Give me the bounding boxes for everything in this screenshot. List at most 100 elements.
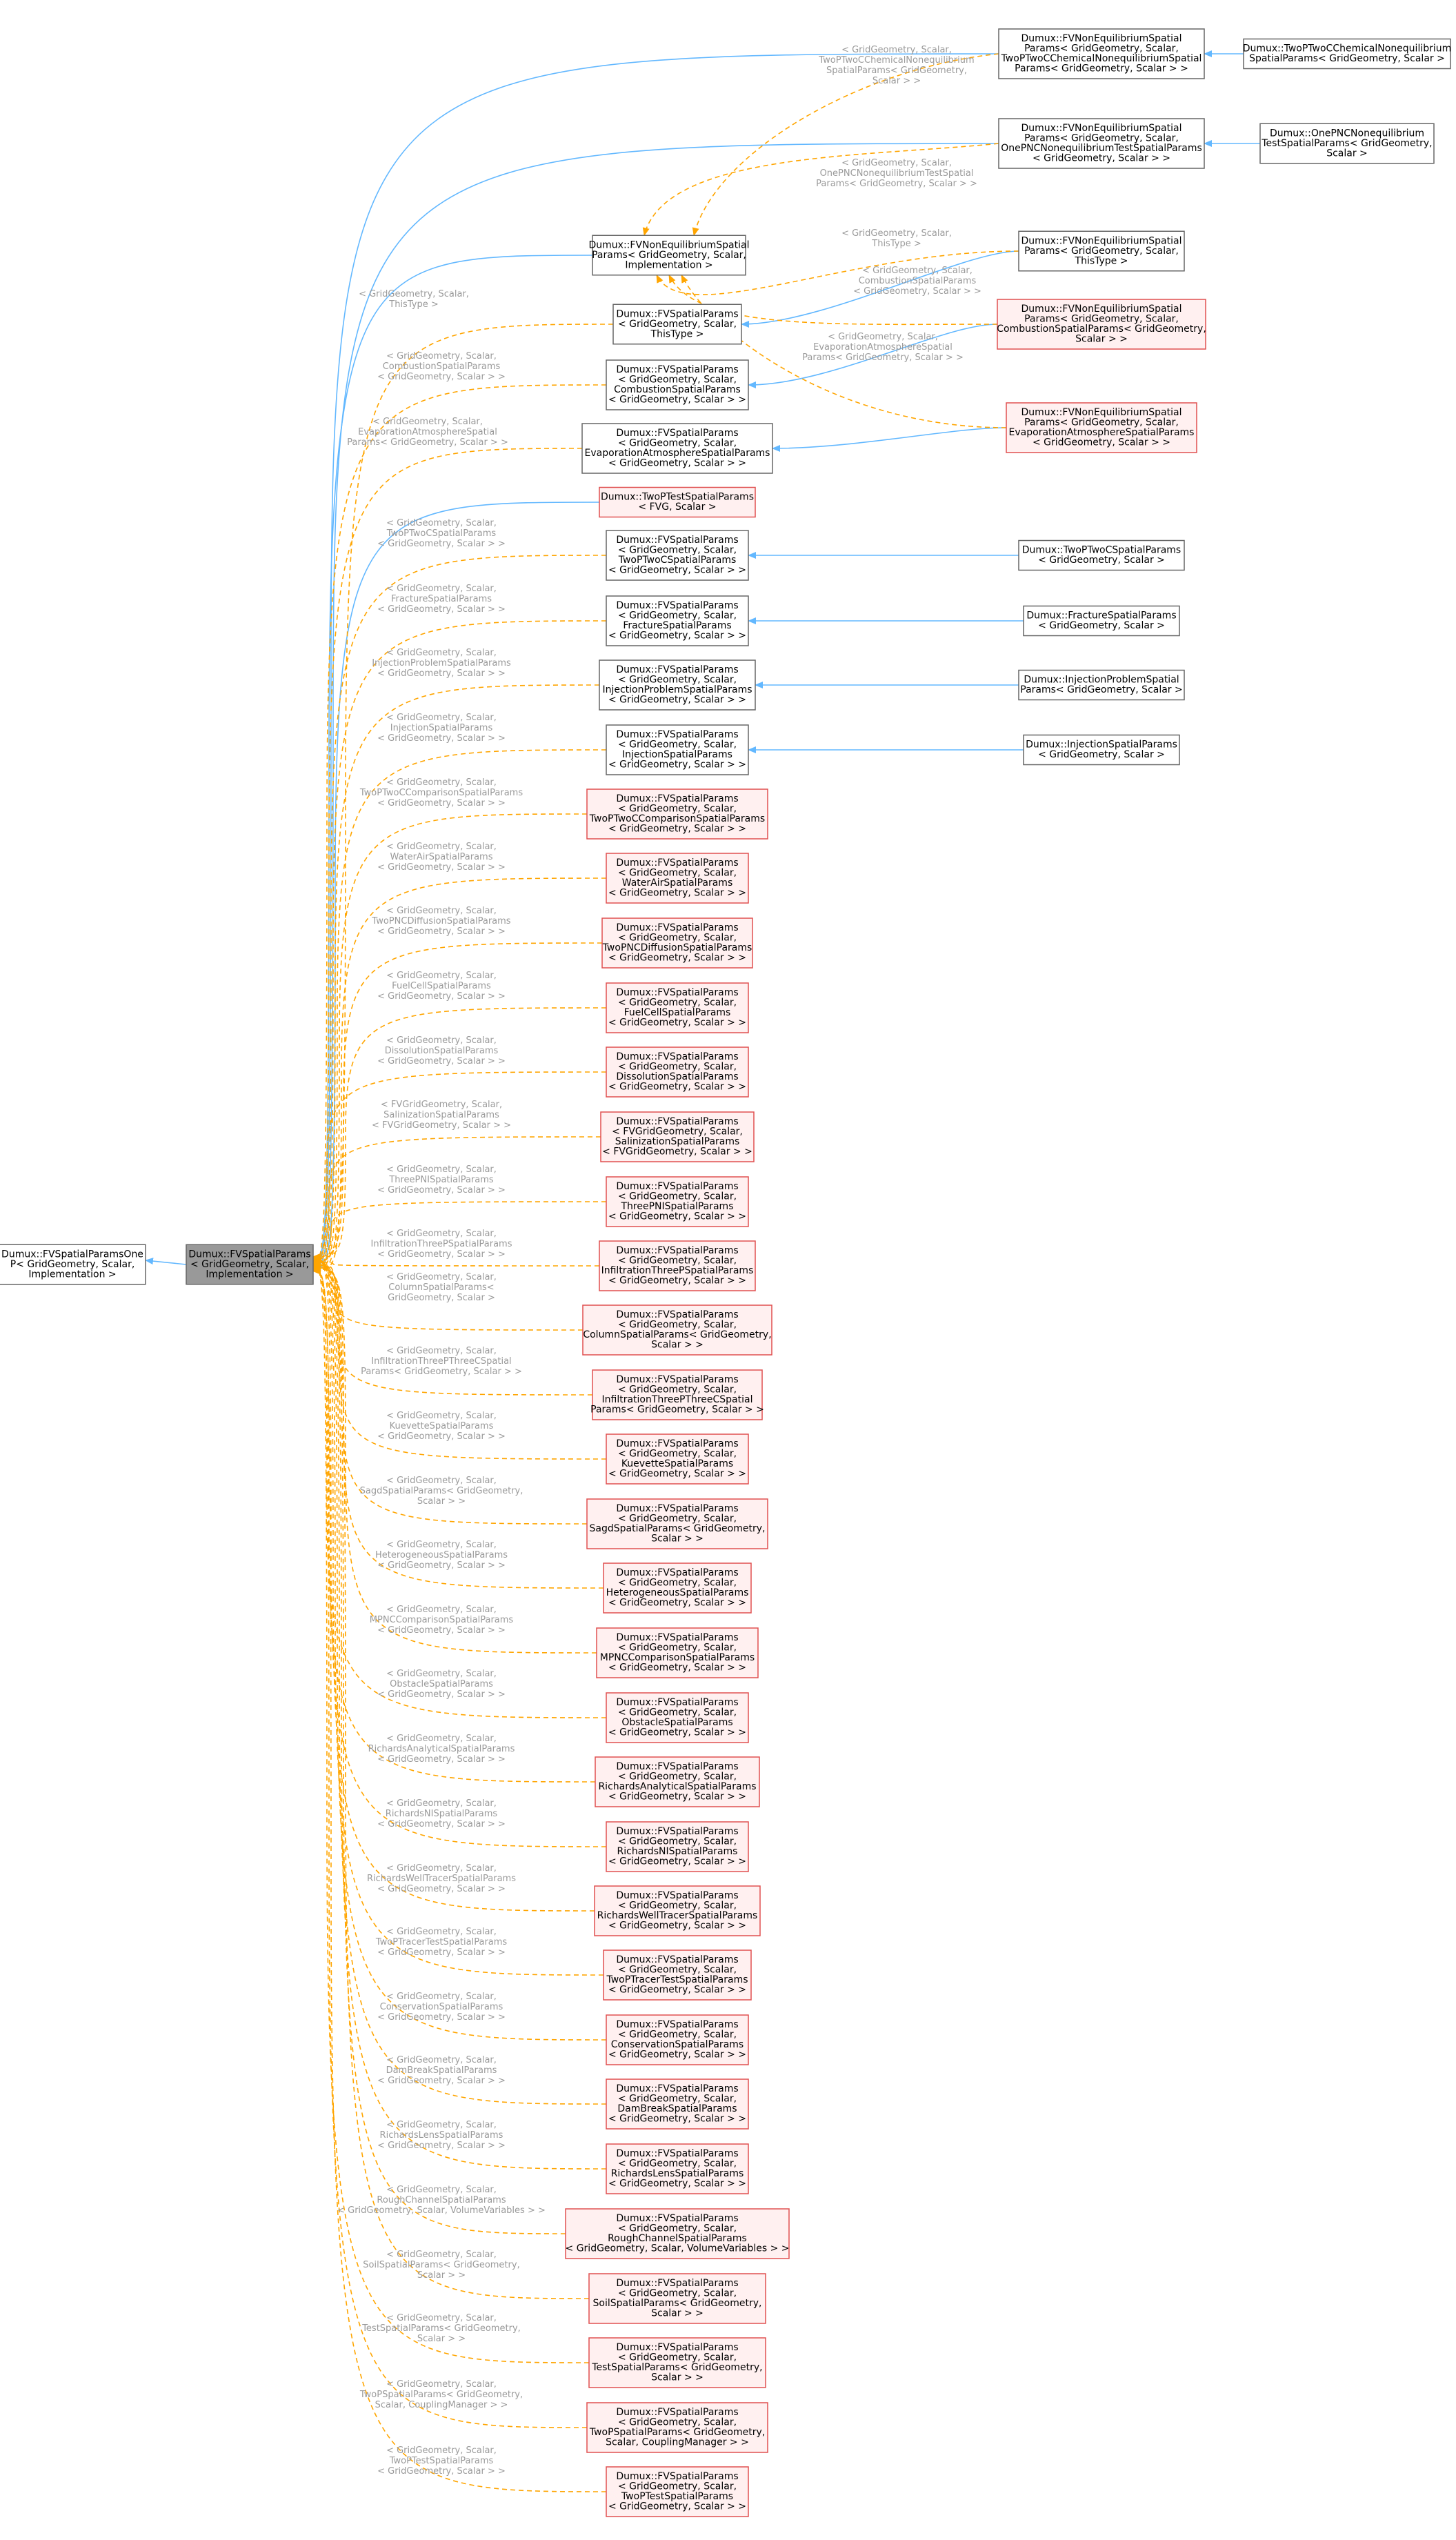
class-node-u9[interactable]: Dumux::FVSpatialParams< GridGeometry, Sc… [582,1304,772,1356]
class-node-u8[interactable]: Dumux::FVSpatialParams< GridGeometry, Sc… [599,1240,756,1291]
class-node-fv_comb[interactable]: Dumux::FVSpatialParams< GridGeometry, Sc… [606,359,749,410]
edge-label-line: < GridGeometry, Scalar, [386,1540,497,1550]
edge-label-u4: < GridGeometry, Scalar,FuelCellSpatialPa… [377,971,506,1002]
class-node-u25[interactable]: Dumux::FVSpatialParams< GridGeometry, Sc… [588,2337,766,2388]
edge-label-line: Scalar > > [417,2334,466,2344]
class-node-frac_leaf[interactable]: Dumux::FractureSpatialParams< GridGeomet… [1023,605,1180,637]
edge-label-line: < GridGeometry, Scalar > > [377,1754,506,1765]
class-node-u14[interactable]: Dumux::FVSpatialParams< GridGeometry, Sc… [596,1627,759,1678]
class-node-u6[interactable]: Dumux::FVSpatialParams< FVGridGeometry, … [600,1111,755,1162]
class-node-box [592,1369,763,1420]
class-node-label-line: < GridGeometry, Scalar, [618,2159,737,2170]
class-node-u23[interactable]: Dumux::FVSpatialParams< GridGeometry, Sc… [565,2208,790,2259]
edge-label-line: InjectionProblemSpatialParams [372,658,511,668]
template-edge-fv_inj-to-focus [312,749,607,1273]
class-node-u17[interactable]: Dumux::FVSpatialParams< GridGeometry, Sc… [606,1821,749,1872]
class-node-label-line: HeterogeneousSpatialParams [606,1587,749,1598]
class-node-u20[interactable]: Dumux::FVSpatialParams< GridGeometry, Sc… [606,2014,749,2065]
class-node-label-line: Dumux::FVSpatialParams [616,428,738,439]
class-node-u7[interactable]: Dumux::FVSpatialParams< GridGeometry, Sc… [606,1176,749,1227]
class-node-u15[interactable]: Dumux::FVSpatialParams< GridGeometry, Sc… [606,1692,749,1743]
template-edge-u17-to-focus [312,1253,607,1847]
class-node-fv_inj[interactable]: Dumux::FVSpatialParams< GridGeometry, Sc… [606,724,749,775]
class-node-fv_tptwoc[interactable]: Dumux::FVSpatialParams< GridGeometry, Sc… [606,530,749,581]
edge-label-line: < GridGeometry, Scalar, [841,228,952,239]
class-node-label-line: Scalar, CouplingManager > > [606,2437,749,2448]
class-node-label-line: < GridGeometry, Scalar > > [608,565,746,576]
edge-label-u6: < FVGridGeometry, Scalar,SalinizationSpa… [372,1100,511,1131]
class-node-fv_frac[interactable]: Dumux::FVSpatialParams< GridGeometry, Sc… [606,595,749,646]
class-node-u11[interactable]: Dumux::FVSpatialParams< GridGeometry, Sc… [606,1433,749,1485]
class-node-u26[interactable]: Dumux::FVSpatialParams< GridGeometry, Sc… [586,2402,768,2453]
class-node-label-line: Params< GridGeometry, Scalar, [1024,417,1179,428]
class-node-box [596,1627,759,1678]
class-node-u21[interactable]: Dumux::FVSpatialParams< GridGeometry, Sc… [606,2078,749,2130]
class-node-u1[interactable]: Dumux::FVSpatialParams< GridGeometry, Sc… [586,788,768,840]
edge-label-line: HeterogeneousSpatialParams [375,1550,508,1560]
template-edge-u3-to-focus [312,942,603,1260]
edge-label-line: FractureSpatialParams [391,594,492,604]
class-node-u4[interactable]: Dumux::FVSpatialParams< GridGeometry, Sc… [606,982,749,1033]
edge-label-line: < GridGeometry, Scalar, [386,2120,497,2130]
edge-label-fv_inj: < GridGeometry, Scalar,InjectionSpatialP… [377,713,506,744]
edge-label-line: < GridGeometry, Scalar, [386,2445,497,2456]
class-node-label-line: Dumux::FVSpatialParams [616,1826,738,1837]
edge-label-line: SpatialParams< GridGeometry, [826,66,967,76]
edge-label-line: < GridGeometry, Scalar, [386,584,497,594]
class-node-box [606,2078,749,2130]
template-edge-u9-to-focus [312,1260,584,1331]
class-node-u16[interactable]: Dumux::FVSpatialParams< GridGeometry, Sc… [595,1756,760,1807]
class-node-fv_evap[interactable]: Dumux::FVSpatialParams< GridGeometry, Sc… [581,423,773,474]
class-node-label-line: Dumux::FVSpatialParams [616,1245,738,1256]
edge-label-u10: < GridGeometry, Scalar,InfiltrationThree… [361,1346,522,1377]
class-node-label: Dumux::FVSpatialParams< GridGeometry, Sc… [593,2278,762,2319]
class-node-fv_injprob[interactable]: Dumux::FVSpatialParams< GridGeometry, Sc… [599,659,756,711]
edge-label-line: TwoPTwoCSpatialParams [386,528,497,539]
class-node-label-line: Dumux::FVSpatialParamsOne [1,1249,143,1260]
class-node-label-line: < GridGeometry, Scalar, [618,998,737,1009]
class-node-u12[interactable]: Dumux::FVSpatialParams< GridGeometry, Sc… [586,1498,768,1549]
class-node-u2[interactable]: Dumux::FVSpatialParams< GridGeometry, Sc… [606,853,749,904]
edge-label-line: MPNCComparisonSpatialParams [370,1615,514,1625]
class-node-u24[interactable]: Dumux::FVSpatialParams< GridGeometry, Sc… [588,2273,766,2324]
class-node-tptest_fvg[interactable]: Dumux::TwoPTestSpatialParams< FVG, Scala… [599,486,756,518]
class-node-label: Dumux::FVSpatialParams< GridGeometry, Sc… [608,364,746,406]
class-node-u5[interactable]: Dumux::FVSpatialParams< GridGeometry, Sc… [606,1046,749,1098]
class-node-label: Dumux::FVSpatialParams< GridGeometry, Sc… [608,2083,746,2125]
class-node-label-line: < GridGeometry, Scalar, [618,2223,737,2234]
class-node-fv_this[interactable]: Dumux::FVSpatialParams< GridGeometry, Sc… [612,304,742,345]
class-node-u27[interactable]: Dumux::FVSpatialParams< GridGeometry, Sc… [606,2466,749,2517]
class-node-u13[interactable]: Dumux::FVSpatialParams< GridGeometry, Sc… [603,1562,752,1614]
class-node-box [606,853,749,904]
class-node-u10[interactable]: Dumux::FVSpatialParams< GridGeometry, Sc… [590,1369,764,1420]
class-node-tptwoc_leaf[interactable]: Dumux::TwoPTwoCSpatialParams< GridGeomet… [1018,539,1185,571]
edge-label-line: EvaporationAtmosphereSpatial [813,342,953,353]
edge-label-line: < GridGeometry, Scalar, [386,1605,497,1615]
class-node-label-line: Params< GridGeometry, Scalar > > [1015,63,1188,75]
class-node-u19[interactable]: Dumux::FVSpatialParams< GridGeometry, Sc… [603,1949,752,2001]
class-node-u22[interactable]: Dumux::FVSpatialParams< GridGeometry, Sc… [606,2143,749,2194]
class-node-u3[interactable]: Dumux::FVSpatialParams< GridGeometry, Sc… [601,917,753,969]
class-node-inj_leaf[interactable]: Dumux::InjectionSpatialParams< GridGeome… [1023,734,1180,766]
edge-label-fv_tptwoc: < GridGeometry, Scalar,TwoPTwoCSpatialPa… [377,518,506,549]
edge-label-line: ColumnSpatialParams< [388,1282,494,1293]
class-node-label-line: Implementation > [206,1269,293,1280]
class-node-u18[interactable]: Dumux::FVSpatialParams< GridGeometry, Sc… [594,1885,761,1936]
edge-label-line: < GridGeometry, Scalar > > [377,1185,506,1195]
class-node-label-line: < GridGeometry, Scalar > > [608,1598,746,1609]
class-node-label-line: < GridGeometry, Scalar > > [608,1469,746,1480]
